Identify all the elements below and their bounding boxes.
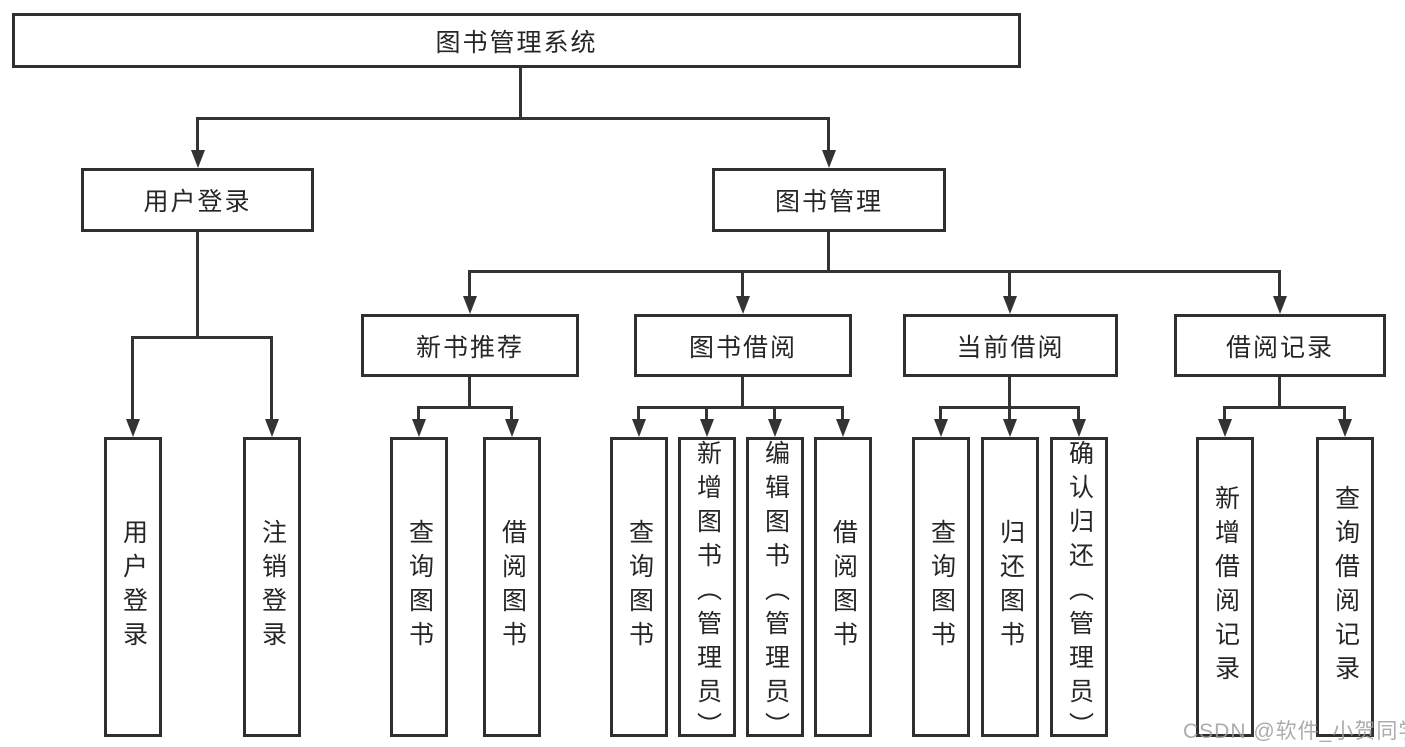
arrow-down-icon [1072, 419, 1086, 437]
connector-line [270, 336, 273, 419]
connector-line [510, 406, 513, 419]
connector-line [827, 117, 830, 150]
connector-line [131, 336, 134, 419]
connector-line [468, 270, 471, 296]
leaf-borrow-books-recommend: 借阅图书 [483, 437, 541, 737]
connector-line [196, 117, 199, 150]
leaf-query-borrow-record: 查询借阅记录 [1316, 437, 1374, 737]
leaf-add-books-admin: 新增图书（管理员） [678, 437, 736, 746]
connector-line [1008, 270, 1011, 296]
arrow-down-icon [191, 150, 205, 168]
arrow-down-icon [700, 419, 714, 437]
connector-line [468, 270, 1281, 273]
node-library-management-system: 图书管理系统 [12, 13, 1021, 68]
connector-line [1278, 270, 1281, 296]
arrow-down-icon [1003, 296, 1017, 314]
arrow-down-icon [1218, 419, 1232, 437]
connector-line [196, 117, 830, 120]
arrow-down-icon [412, 419, 426, 437]
leaf-confirm-return-admin: 确认归还（管理员） [1050, 437, 1108, 746]
connector-line [1077, 406, 1080, 419]
arrow-down-icon [505, 419, 519, 437]
connector-line [1343, 406, 1346, 419]
leaf-query-books-current: 查询图书 [912, 437, 970, 737]
arrow-down-icon [934, 419, 948, 437]
connector-line [741, 270, 744, 296]
arrow-down-icon [463, 296, 477, 314]
connector-line [1008, 375, 1011, 409]
node-user-login: 用户登录 [81, 168, 314, 232]
connector-line [468, 375, 471, 409]
connector-line [196, 230, 199, 339]
connector-line [841, 406, 844, 419]
connector-line [1223, 406, 1226, 419]
arrow-down-icon [1273, 296, 1287, 314]
connector-line [417, 406, 420, 419]
leaf-logout-login: 注销登录 [243, 437, 301, 737]
connector-line [1008, 406, 1011, 419]
node-book-management: 图书管理 [712, 168, 946, 232]
connector-line [773, 406, 776, 419]
node-book-borrowing: 图书借阅 [634, 314, 852, 377]
arrow-down-icon [836, 419, 850, 437]
connector-line [741, 375, 744, 409]
connector-line [417, 406, 513, 409]
leaf-query-books-borrowing: 查询图书 [610, 437, 668, 737]
node-current-borrowing: 当前借阅 [903, 314, 1118, 377]
leaf-borrow-books-borrowing: 借阅图书 [814, 437, 872, 737]
connector-line [1223, 406, 1346, 409]
node-borrowing-records: 借阅记录 [1174, 314, 1386, 377]
arrow-down-icon [126, 419, 140, 437]
connector-line [131, 336, 273, 339]
leaf-user-login: 用户登录 [104, 437, 162, 737]
arrow-down-icon [768, 419, 782, 437]
connector-line [705, 406, 708, 419]
arrow-down-icon [736, 296, 750, 314]
leaf-return-books: 归还图书 [981, 437, 1039, 737]
leaf-query-books-recommend: 查询图书 [390, 437, 448, 737]
arrow-down-icon [1003, 419, 1017, 437]
connector-line [637, 406, 844, 409]
connector-line [827, 230, 830, 273]
arrow-down-icon [632, 419, 646, 437]
csdn-watermark: CSDN @软件_小贺同学 [1183, 720, 1405, 743]
connector-line [1278, 375, 1281, 409]
arrow-down-icon [1338, 419, 1352, 437]
arrow-down-icon [265, 419, 279, 437]
connector-line [637, 406, 640, 419]
leaf-edit-books-admin: 编辑图书（管理员） [746, 437, 804, 746]
node-new-book-recommend: 新书推荐 [361, 314, 579, 377]
connector-line [939, 406, 942, 419]
arrow-down-icon [822, 150, 836, 168]
leaf-add-borrow-record: 新增借阅记录 [1196, 437, 1254, 737]
connector-line [519, 66, 522, 119]
